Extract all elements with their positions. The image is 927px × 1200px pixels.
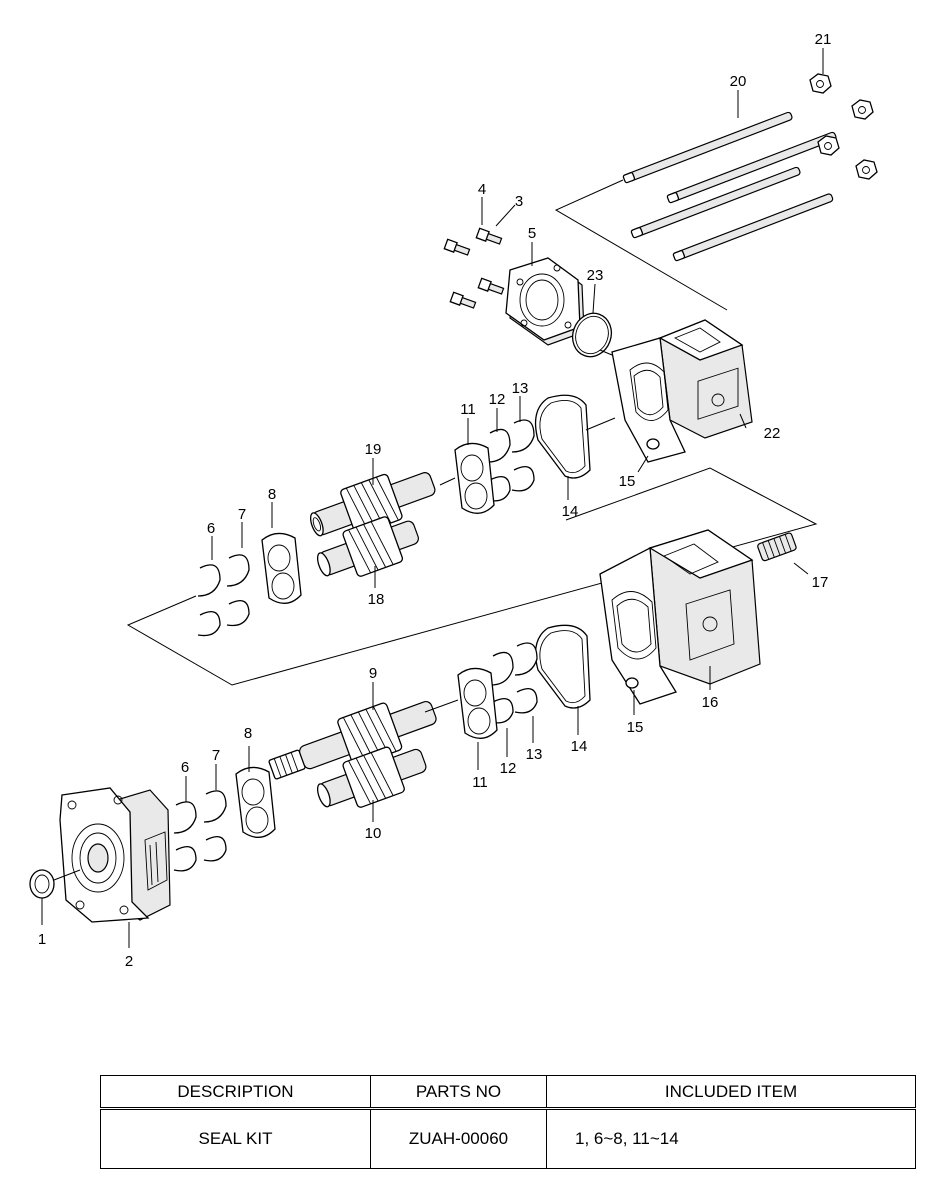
callout-22: 22: [764, 425, 781, 442]
assembly-frame-lines: [126, 179, 818, 686]
o-ring-23: [571, 312, 613, 358]
callout-5: 5: [528, 225, 536, 242]
callout-3: 3: [515, 193, 523, 210]
exploded-parts-diagram: 1 2 3 4 5 6 6 7 7 8 8 9 10 11 11 12 12 1…: [29, 31, 878, 970]
callout-15b: 15: [627, 719, 644, 736]
callout-12b: 12: [500, 760, 517, 777]
callout-9: 9: [369, 665, 377, 682]
callout-2: 2: [125, 953, 133, 970]
callout-7b: 7: [212, 747, 220, 764]
tie-bolt-set: [622, 111, 837, 262]
port-flange: [505, 257, 585, 346]
header-included-item: INCLUDED ITEM: [546, 1075, 916, 1109]
callout-1: 1: [38, 931, 46, 948]
table-header-row: DESCRIPTION PARTS NO INCLUDED ITEM: [100, 1075, 916, 1109]
callout-8b: 8: [244, 725, 252, 742]
callout-8: 8: [268, 486, 276, 503]
callout-14b: 14: [571, 738, 588, 755]
shaft-seal: [29, 869, 55, 899]
callout-15: 15: [619, 473, 636, 490]
callout-7: 7: [238, 506, 246, 523]
callout-11b: 11: [472, 774, 488, 791]
cell-included-item: 1, 6~8, 11~14: [546, 1108, 916, 1169]
front-body: [599, 529, 761, 705]
upper-gear-pair: [309, 472, 436, 577]
mounting-cover: [59, 787, 171, 923]
callout-21: 21: [815, 31, 832, 48]
callout-14: 14: [562, 503, 579, 520]
gasket-14-upper: [534, 394, 591, 479]
callout-6b: 6: [181, 759, 189, 776]
gasket-14-lower: [534, 624, 591, 709]
callout-16: 16: [702, 694, 719, 711]
table-row: SEAL KIT ZUAH-00060 1, 6~8, 11~14: [100, 1108, 916, 1169]
callout-13: 13: [512, 380, 529, 397]
callout-20: 20: [730, 73, 747, 90]
seal-kit-table: DESCRIPTION PARTS NO INCLUDED ITEM SEAL …: [100, 1075, 916, 1169]
centerlines: [53, 349, 616, 881]
callout-17: 17: [812, 574, 829, 591]
callout-6: 6: [207, 520, 215, 537]
callout-10: 10: [365, 825, 382, 842]
callout-12: 12: [489, 391, 506, 408]
wear-plates: [235, 442, 498, 838]
callout-4: 4: [478, 181, 486, 198]
seal-rings: [173, 419, 538, 872]
lower-gear-pair: [268, 700, 437, 808]
cell-description: SEAL KIT: [100, 1108, 371, 1169]
hex-nut-set: [809, 73, 878, 180]
flange-bolt-set: [443, 227, 505, 309]
callout-11: 11: [460, 401, 476, 418]
callout-numbers: 1 2 3 4 5 6 6 7 7 8 8 9 10 11 11 12 12 1…: [38, 31, 832, 970]
header-description: DESCRIPTION: [100, 1075, 371, 1109]
leader-lines: [41, 48, 824, 948]
cell-parts-no: ZUAH-00060: [370, 1108, 547, 1169]
coupling-shaft: [757, 532, 797, 562]
rear-body: [611, 319, 753, 463]
callout-18: 18: [368, 591, 385, 608]
header-parts-no: PARTS NO: [370, 1075, 547, 1109]
callout-23: 23: [587, 267, 604, 284]
callout-13b: 13: [526, 746, 543, 763]
callout-19: 19: [365, 441, 382, 458]
